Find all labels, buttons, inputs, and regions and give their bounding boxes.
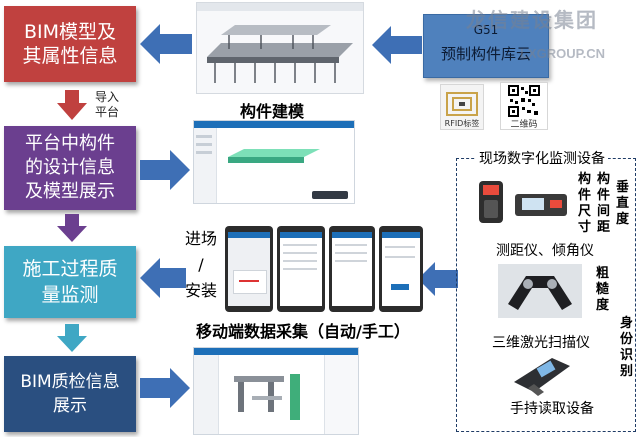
- library-code: G51: [473, 23, 499, 37]
- bim-qc-screenshot: [193, 347, 359, 435]
- truss-structure-graphic: [207, 25, 353, 83]
- flow-box-construction-quality-text: 施工过程质 量监测: [22, 258, 118, 306]
- laser-scanner-image: [498, 264, 582, 318]
- label-identity-recognition: 身 份 识 别: [620, 316, 634, 379]
- watermark-cn: 龙信建设集团: [466, 10, 598, 32]
- arrow-left-to-model: [372, 26, 422, 64]
- rfid-tag-image: RFID标签: [440, 84, 484, 130]
- down-arrow-purple: [57, 214, 87, 242]
- qc-model-graphic: [234, 374, 300, 420]
- platform-model-screenshot: [193, 120, 355, 204]
- library-title: 预制构件库云: [440, 45, 531, 63]
- flow-box-platform-design-text: 平台中构件 的设计信息 及模型展示: [25, 133, 115, 202]
- flow-box-bim-model: BIM模型及 其属性信息: [4, 6, 136, 82]
- label-rangefinder-inclinometer: 测距仪、倾角仪: [496, 243, 594, 259]
- rfid-icon: [446, 92, 478, 116]
- modeling-caption: 构件建模: [240, 102, 305, 121]
- devices-title: 现场数字化监测设备: [476, 148, 608, 168]
- rfid-label: RFID标签: [444, 119, 480, 128]
- flow-box-bim-model-text: BIM模型及 其属性信息: [22, 21, 118, 67]
- arrow-right-to-qc: [140, 368, 190, 408]
- flow-box-bim-qc-display: BIM质检信息 展示: [4, 356, 136, 432]
- flow-box-construction-quality: 施工过程质 量监测: [4, 246, 136, 318]
- green-beam-graphic: [228, 149, 320, 163]
- watermark-en: LXGROUP.CN: [520, 46, 605, 61]
- label-handheld-reader: 手持读取设备: [510, 401, 594, 417]
- label-roughness: 粗 糙 度: [596, 266, 610, 313]
- laser-rangefinder-image: [479, 181, 503, 223]
- qr-code-image: 二维码: [500, 82, 548, 130]
- label-component-size: 构 件 尺 寸: [578, 172, 592, 235]
- inclinometer-image: [515, 194, 567, 216]
- mobile-phone-1: [225, 226, 273, 312]
- down-arrow-teal: [57, 324, 87, 352]
- bim-model-render: [196, 2, 364, 94]
- flow-box-platform-design: 平台中构件 的设计信息 及模型展示: [4, 126, 136, 210]
- label-component-spacing: 构 件 间 距: [597, 172, 611, 235]
- qr-code-icon: [508, 85, 540, 117]
- flow-box-bim-qc-display-text: BIM质检信息 展示: [20, 372, 120, 416]
- mobile-phone-3: [329, 226, 375, 312]
- label-verticality: 垂 直 度: [616, 180, 630, 227]
- in-out-caption: 进场 / 安装: [184, 229, 217, 300]
- label-3d-laser-scanner: 三维激光扫描仪: [492, 335, 590, 351]
- arrow-left-from-devices: [418, 262, 458, 296]
- down-arrow-red: [57, 90, 87, 120]
- component-library-box: G51 预制构件库云: [423, 14, 549, 78]
- arrow-left-to-bim-model: [140, 24, 192, 64]
- mobile-phone-2: [277, 226, 325, 312]
- handheld-reader-image: [514, 358, 570, 396]
- import-platform-note: 导入 平台: [95, 90, 120, 119]
- mobile-phone-4: [379, 226, 423, 312]
- mobile-caption: 移动端数据采集（自动/手工）: [196, 322, 410, 341]
- arrow-left-to-quality: [140, 258, 186, 298]
- qr-label: 二维码: [510, 120, 538, 130]
- arrow-right-to-platform: [140, 150, 190, 190]
